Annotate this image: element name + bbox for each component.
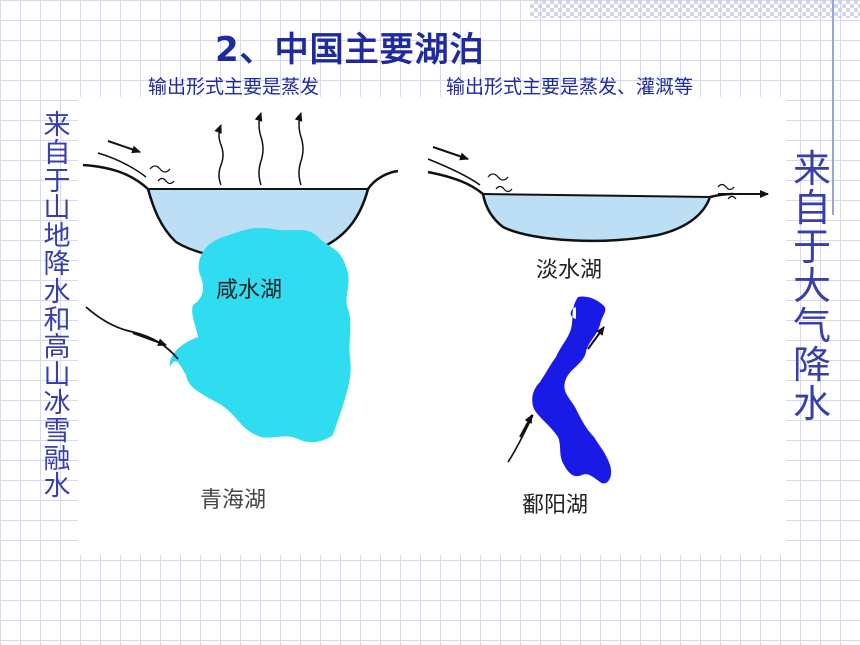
label-qinghai-lake: 青海湖 [200,488,267,513]
vertical-divider [832,0,834,215]
label-poyang-lake: 鄱阳湖 [522,493,589,518]
freshwater-ripple [487,173,513,193]
qinghai-lake-map [85,227,351,443]
subtitle-freshwater-output: 输出形式主要是蒸发、灌溉等 [446,76,694,98]
diagram-panel: 咸水湖 淡水湖 青海湖 鄱阳湖 [78,97,786,555]
freshwater-lake-basin [427,146,769,243]
checker-decoration [530,0,860,18]
freshwater-surface [482,193,711,198]
label-freshwater-lake: 淡水湖 [536,258,603,283]
saltwater-inflow-stream [97,152,147,178]
poyang-lake-shape [532,296,612,484]
poyang-north-arrow [587,326,605,350]
side-label-mountain-source: 来自于山地降水和高山冰雪融水 [43,110,71,503]
saltwater-ripple [149,165,175,185]
lake-diagram [82,112,769,484]
freshwater-water [483,194,710,241]
label-saltwater-lake: 咸水湖 [216,278,283,303]
evaporation-arrow-1 [214,124,224,186]
saltwater-inflow-arrow [107,140,141,154]
side-label-precipitation-source: 来自于大气降水 [792,147,831,426]
evaporation-arrow-2 [254,112,264,186]
page-title: 2、中国主要湖泊 [215,30,485,70]
qinghai-inflow-arrow [132,332,167,347]
freshwater-outflow-ripple [717,183,737,200]
freshwater-bank [427,170,734,243]
freshwater-inflow-arrow [432,146,469,161]
evaporation-arrow-3 [294,112,304,186]
poyang-lake-map [507,296,612,484]
qinghai-inflow-river [85,306,179,360]
freshwater-inflow-stream [427,158,481,186]
poyang-inflow-arrow [519,414,533,438]
qinghai-lake-shape [169,227,351,443]
subtitle-saltwater-output: 输出形式主要是蒸发 [148,76,320,98]
